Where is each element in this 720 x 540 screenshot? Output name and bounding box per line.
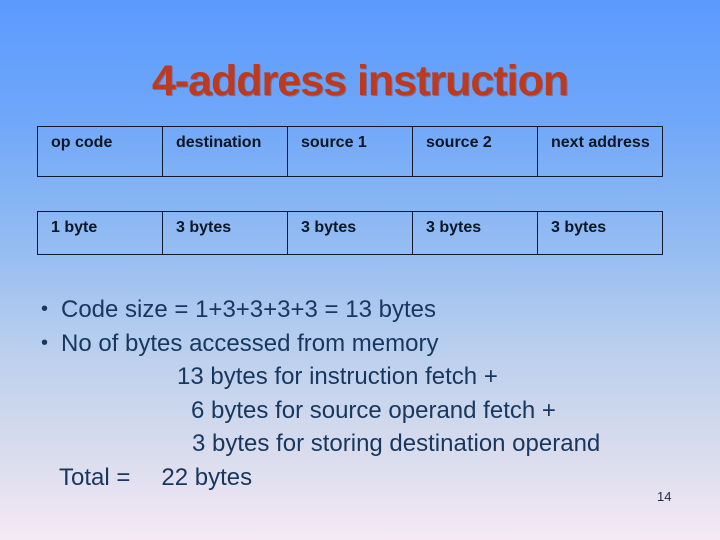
slide-title: 4-address instruction: [151, 57, 569, 105]
size-cell-source2: 3 bytes: [412, 212, 537, 254]
total-value: 22 bytes: [161, 463, 253, 491]
bullet-marker: •: [41, 331, 49, 354]
total-line: Total = 22 bytes: [37, 461, 697, 495]
page-number: 14: [657, 489, 672, 504]
format-cell-opcode: op code: [51, 134, 113, 151]
detail-text-instruction-fetch: 13 bytes for instruction fetch +: [177, 363, 498, 391]
detail-text-source-fetch: 6 bytes for source operand fetch +: [191, 396, 556, 424]
format-cell-source1: source 1: [287, 127, 412, 176]
format-cell-destination: destination: [162, 127, 287, 176]
size-cell-source1: 3 bytes: [287, 212, 412, 254]
detail-line-store-destination: 3 bytes for storing destination operand: [37, 427, 697, 461]
size-cell-destination: 3 bytes: [162, 212, 287, 254]
detail-text-store-destination: 3 bytes for storing destination operand: [192, 430, 601, 458]
detail-line-instruction-fetch: 13 bytes for instruction fetch +: [37, 360, 697, 394]
instruction-size-row: 1 byte 3 bytes 3 bytes 3 bytes 3 bytes: [37, 211, 663, 255]
bullet-marker: •: [41, 298, 49, 320]
bullet-line-code-size: • Code size = 1+3+3+3+3 = 13 bytes: [37, 293, 697, 327]
format-cell-next-address: next address: [537, 127, 662, 176]
bullet-text-memory-access: No of bytes accessed from memory: [61, 329, 439, 357]
bullet-line-memory-access: • No of bytes accessed from memory: [37, 327, 697, 361]
size-cell-opcode: 1 byte: [51, 219, 98, 236]
format-cell-source2: source 2: [412, 127, 537, 176]
total-label: Total =: [59, 463, 131, 491]
instruction-format-row: op code destination source 1 source 2 ne…: [37, 126, 663, 177]
bullet-text-code-size: Code size = 1+3+3+3+3 = 13 bytes: [61, 296, 436, 323]
size-cell-next-address: 3 bytes: [537, 212, 662, 254]
notes-block: • Code size = 1+3+3+3+3 = 13 bytes • No of…: [37, 293, 697, 495]
detail-line-source-fetch: 6 bytes for source operand fetch +: [37, 394, 697, 428]
